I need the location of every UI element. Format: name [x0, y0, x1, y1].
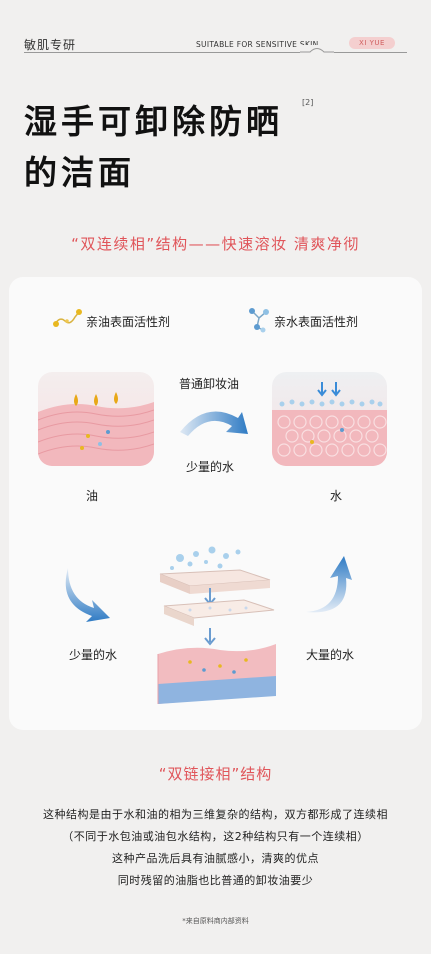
paragraph-line-4: 同时残留的油脂也比普通的卸妆油要少 [117, 874, 314, 887]
title-citation: [2] [302, 98, 314, 107]
oil-surfactant-molecule-icon [53, 309, 82, 327]
paragraph-line-3: 这种产品洗后具有油腻感小，清爽的优点 [112, 852, 319, 865]
oil-skin-panel [38, 372, 154, 466]
page-title-line-1: 湿手可卸除防晒 [24, 102, 283, 141]
footnote: *来自原料商内部资料 [182, 917, 249, 925]
water-surfactant-molecule-icon [249, 308, 269, 333]
section2-title: “双链接相”结构 [158, 765, 273, 783]
paragraph-line-1: 这种结构是由于水和油的相为三维复杂的结构，双方都形成了连续相 [43, 808, 388, 821]
page-title-line-2: 的洁面 [24, 153, 135, 192]
brand-pill-badge: XI YUE [349, 37, 395, 49]
header-subtitle: SUITABLE FOR SENSITIVE SKIN [196, 40, 319, 49]
header-divider [24, 52, 407, 53]
paragraph-line-2: （不同于水包油或油包水结构，这2种结构只有一个连续相） [62, 830, 369, 843]
oil-panel-caption: 油 [86, 489, 99, 503]
center-arrow-top-label: 普通卸妆油 [179, 377, 240, 391]
curved-arrow-up-right-icon [306, 556, 352, 613]
curved-arrow-right-icon [180, 411, 248, 436]
section-subtitle: “双连续相”结构——快速溶妆 清爽净彻 [71, 235, 360, 253]
legend-oil-label: 亲油表面活性剂 [86, 315, 171, 329]
brand-label: 敏肌专研 [24, 38, 77, 52]
right-side-label: 大量的水 [306, 648, 355, 662]
layered-skin-illustration [157, 546, 276, 704]
center-arrow-bottom-label: 少量的水 [186, 460, 235, 474]
header-notch-shape [300, 45, 334, 53]
water-panel-caption: 水 [330, 489, 343, 503]
water-skin-panel [272, 372, 387, 466]
legend-water-label: 亲水表面活性剂 [274, 315, 359, 329]
curved-arrow-down-left-icon [65, 568, 110, 622]
left-side-label: 少量的水 [69, 648, 118, 662]
